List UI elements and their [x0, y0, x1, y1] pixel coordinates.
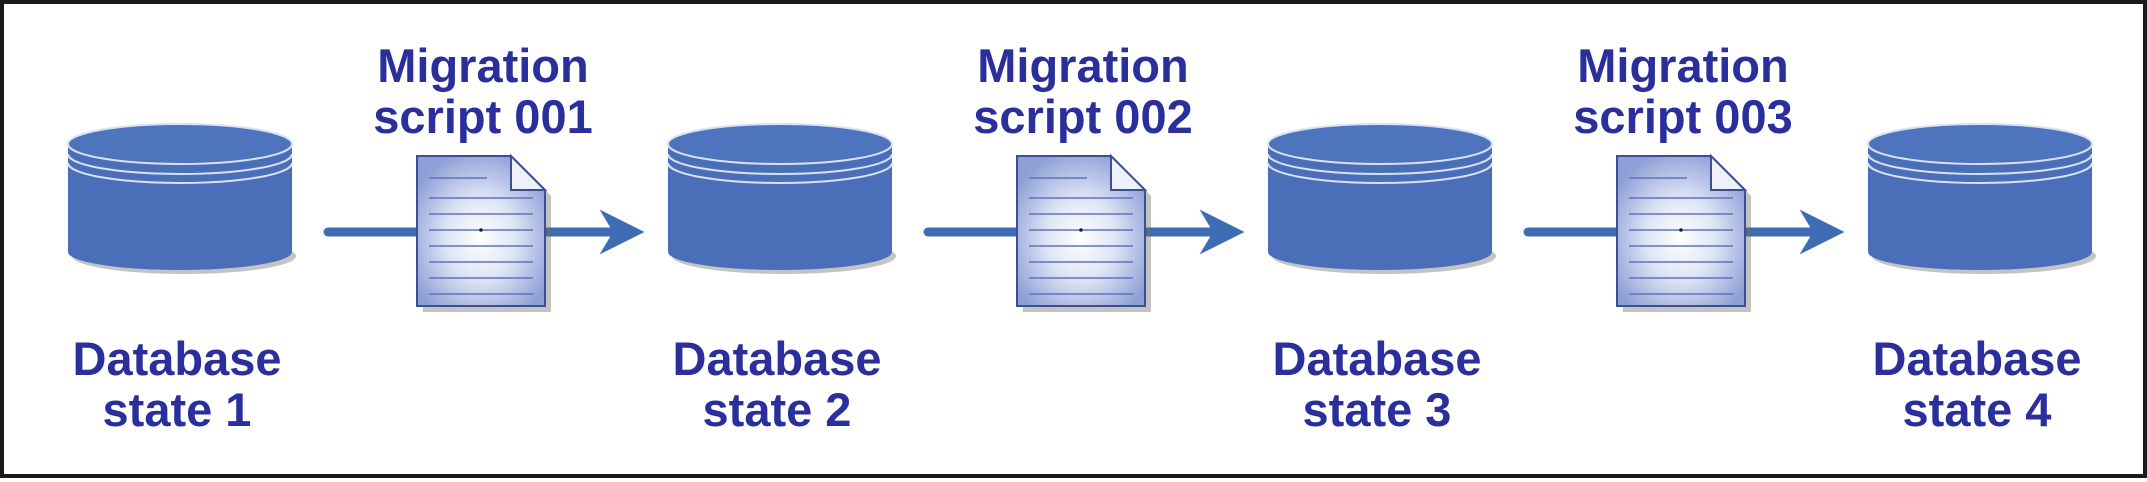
database-label-line2: state 3 [1302, 383, 1452, 436]
database-label-1: Database state 1 [27, 333, 327, 435]
database-label-4: Database state 4 [1827, 333, 2127, 435]
script-label-line2: script 002 [973, 90, 1193, 143]
database-icon [67, 123, 297, 275]
script-label-001: Migration script 001 [333, 40, 633, 142]
script-label-line1: Migration [377, 39, 589, 92]
database-label-line2: state 2 [702, 383, 852, 436]
script-label-line1: Migration [977, 39, 1189, 92]
database-label-line2: state 1 [102, 383, 252, 436]
database-icon [1867, 123, 2097, 275]
database-icon [667, 123, 897, 275]
database-label-line1: Database [1872, 332, 2082, 385]
database-label-2: Database state 2 [627, 333, 927, 435]
script-document-icon [1616, 155, 1752, 313]
database-label-line1: Database [1272, 332, 1482, 385]
script-document-icon [1016, 155, 1152, 313]
database-label-line1: Database [672, 332, 882, 385]
script-label-002: Migration script 002 [933, 40, 1233, 142]
script-label-line1: Migration [1577, 39, 1789, 92]
database-icon [1267, 123, 1497, 275]
script-label-003: Migration script 003 [1533, 40, 1833, 142]
script-label-line2: script 001 [373, 90, 593, 143]
database-label-3: Database state 3 [1227, 333, 1527, 435]
migration-flow-diagram [67, 123, 2097, 313]
database-label-line1: Database [72, 332, 282, 385]
database-label-line2: state 4 [1902, 383, 2052, 436]
script-label-line2: script 003 [1573, 90, 1793, 143]
script-document-icon [416, 155, 552, 313]
